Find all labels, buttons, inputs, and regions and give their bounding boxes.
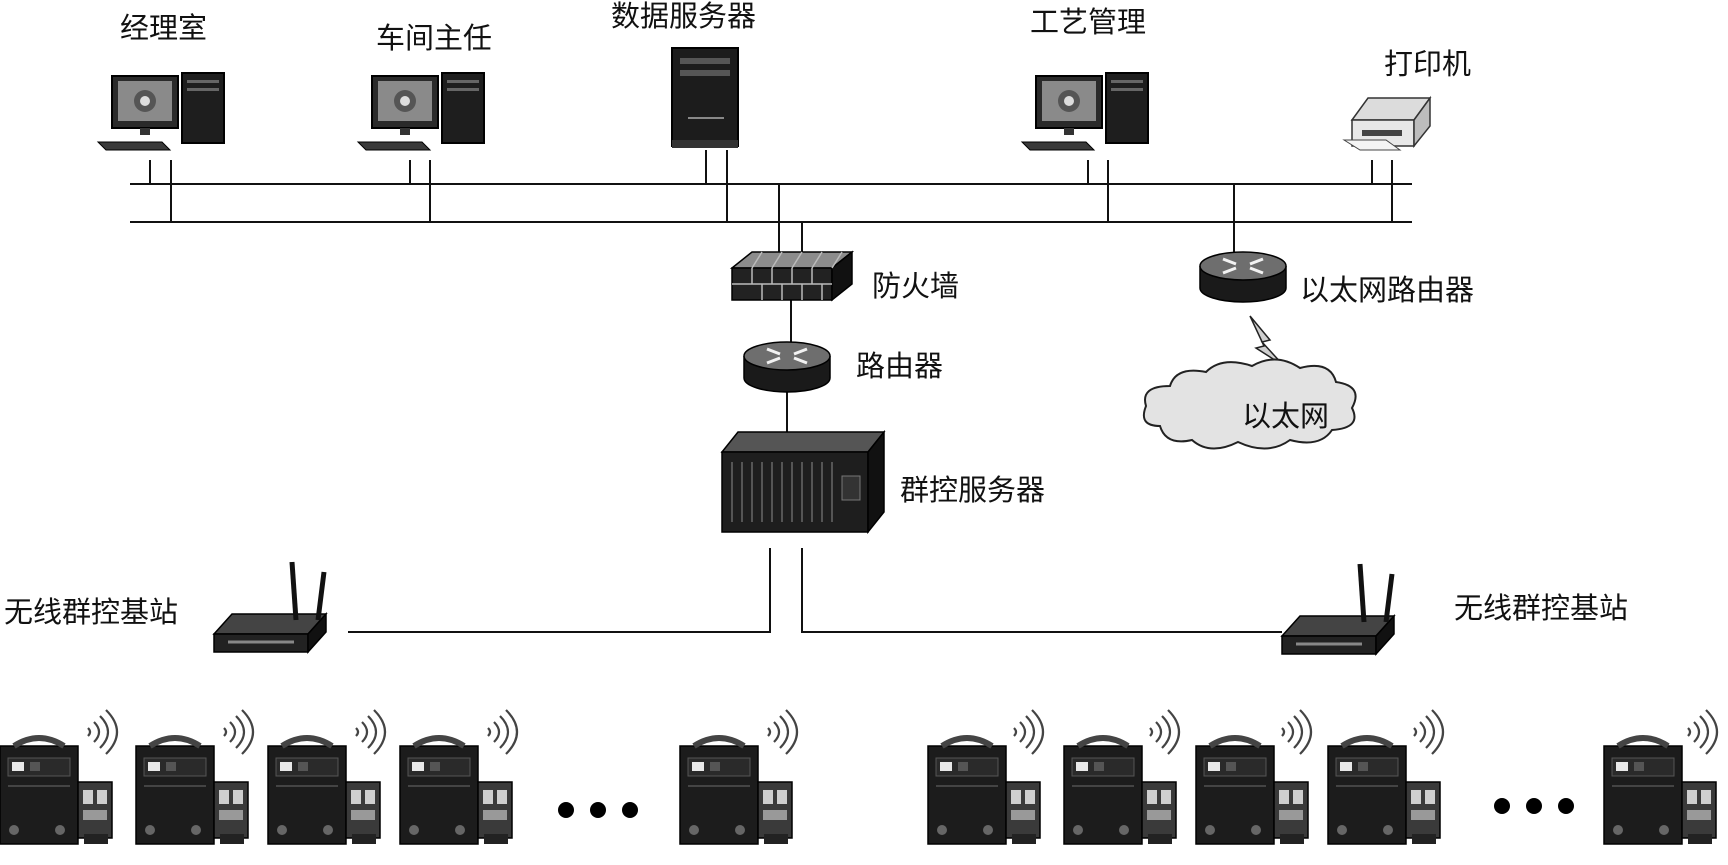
label-group-control-server: 群控服务器 [900, 473, 1046, 507]
wireless-base-station-right-icon [1282, 564, 1394, 654]
welding-machine-icon [1604, 738, 1716, 844]
workshop-director-pc-icon [357, 72, 485, 151]
wifi-signal-icon [1280, 708, 1313, 756]
welding-machine-icon [1064, 738, 1176, 844]
label-firewall: 防火墙 [872, 269, 960, 303]
welder-group-right [928, 708, 1719, 844]
welding-machine-icon [0, 738, 112, 844]
firewall-icon [729, 250, 855, 302]
welding-machine-icon [400, 738, 512, 844]
wifi-signal-icon [766, 708, 799, 756]
wifi-signal-icon [354, 708, 387, 756]
welding-machine-icon [1196, 738, 1308, 844]
label-process-management: 工艺管理 [1030, 5, 1147, 39]
label-ethernet: 以太网 [1242, 399, 1330, 433]
label-wireless-base-station-right: 无线群控基站 [1454, 591, 1629, 625]
wifi-signal-icon [1012, 708, 1045, 756]
label-wireless-base-station-left: 无线群控基站 [4, 595, 179, 629]
welding-machine-icon [136, 738, 248, 844]
ellipsis-icon [1494, 798, 1574, 814]
label-manager-office: 经理室 [120, 11, 208, 45]
welding-machine-icon [680, 738, 792, 844]
ethernet-router-icon [1198, 250, 1288, 304]
wifi-signal-icon [86, 708, 119, 756]
printer-icon [1342, 95, 1432, 151]
label-printer: 打印机 [1384, 47, 1472, 81]
ellipsis-icon [558, 802, 638, 818]
welder-group-left [0, 708, 799, 844]
welding-machine-icon [928, 738, 1040, 844]
label-data-server: 数据服务器 [611, 0, 757, 33]
lightning-icon [1249, 315, 1285, 367]
wifi-signal-icon [1148, 708, 1181, 756]
ethernet-cloud-icon [1142, 358, 1357, 450]
data-server-icon [671, 47, 739, 148]
label-ethernet-router: 以太网路由器 [1300, 273, 1475, 307]
wifi-signal-icon [1686, 708, 1719, 756]
wifi-signal-icon [1412, 708, 1445, 756]
welding-machine-icon [268, 738, 380, 844]
wifi-signal-icon [486, 708, 519, 756]
wifi-signal-icon [222, 708, 255, 756]
group-control-server-icon [720, 429, 886, 535]
top-network-bus [130, 150, 1412, 633]
wireless-base-station-left-icon [214, 562, 326, 652]
label-workshop-director: 车间主任 [376, 21, 493, 55]
welding-machine-icon [1328, 738, 1440, 844]
router-icon [742, 340, 832, 394]
manager-office-pc-icon [97, 72, 225, 151]
label-router: 路由器 [856, 349, 944, 383]
process-management-pc-icon [1021, 72, 1149, 151]
